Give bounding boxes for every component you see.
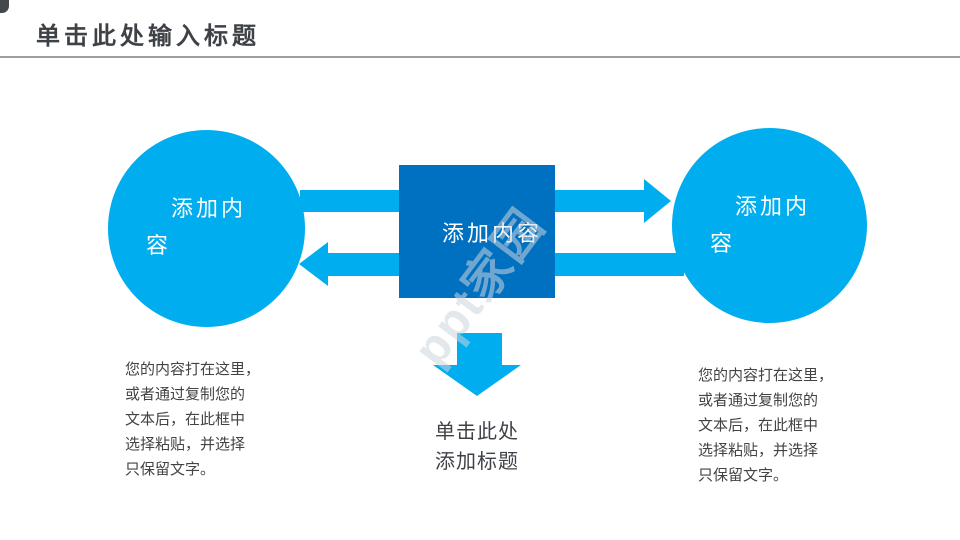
paragraph-line: 文本后，在此框中	[698, 417, 819, 434]
title-divider	[0, 56, 960, 58]
paragraph-line: 只保留文字。	[698, 467, 789, 484]
arrow-down-head	[433, 365, 521, 396]
right-circle-label-line1: 添加内	[735, 194, 811, 219]
center-box-shape: 添加内容	[399, 165, 555, 298]
right-circle-label: 添加内 容	[710, 188, 850, 262]
center-caption: 单击此处 添加标题	[423, 417, 531, 477]
arrow-down-shaft	[457, 333, 502, 366]
corner-mark	[0, 0, 9, 13]
left-circle-label-line2: 容	[146, 233, 172, 258]
center-caption-line1: 单击此处	[435, 421, 519, 443]
right-circle-shape: 添加内 容	[672, 128, 867, 323]
paragraph-line: 您的内容打在这里，	[125, 361, 261, 378]
paragraph-line: 文本后，在此框中	[125, 411, 246, 428]
center-caption-line2: 添加标题	[435, 451, 519, 473]
center-box-label: 添加内容	[441, 220, 542, 246]
right-paragraph: 您的内容打在这里， 或者通过复制您的 文本后，在此框中 选择粘贴，并选择 只保留…	[698, 363, 858, 488]
paragraph-line: 只保留文字。	[125, 461, 216, 478]
paragraph-line: 或者通过复制您的	[125, 386, 246, 403]
paragraph-line: 选择粘贴，并选择	[698, 442, 819, 459]
arrow-right-head	[644, 179, 671, 223]
left-circle-shape: 添加内 容	[108, 130, 305, 327]
paragraph-line: 您的内容打在这里，	[698, 367, 834, 384]
paragraph-line: 选择粘贴，并选择	[125, 436, 246, 453]
arrow-left-head	[299, 242, 328, 286]
paragraph-line: 或者通过复制您的	[698, 392, 819, 409]
right-circle-label-line2: 容	[710, 231, 736, 256]
slide-title: 单击此处输入标题	[36, 23, 260, 50]
left-circle-label-line1: 添加内	[171, 196, 247, 221]
left-paragraph: 您的内容打在这里， 或者通过复制您的 文本后，在此框中 选择粘贴，并选择 只保留…	[125, 357, 285, 482]
left-circle-label: 添加内 容	[146, 190, 286, 264]
